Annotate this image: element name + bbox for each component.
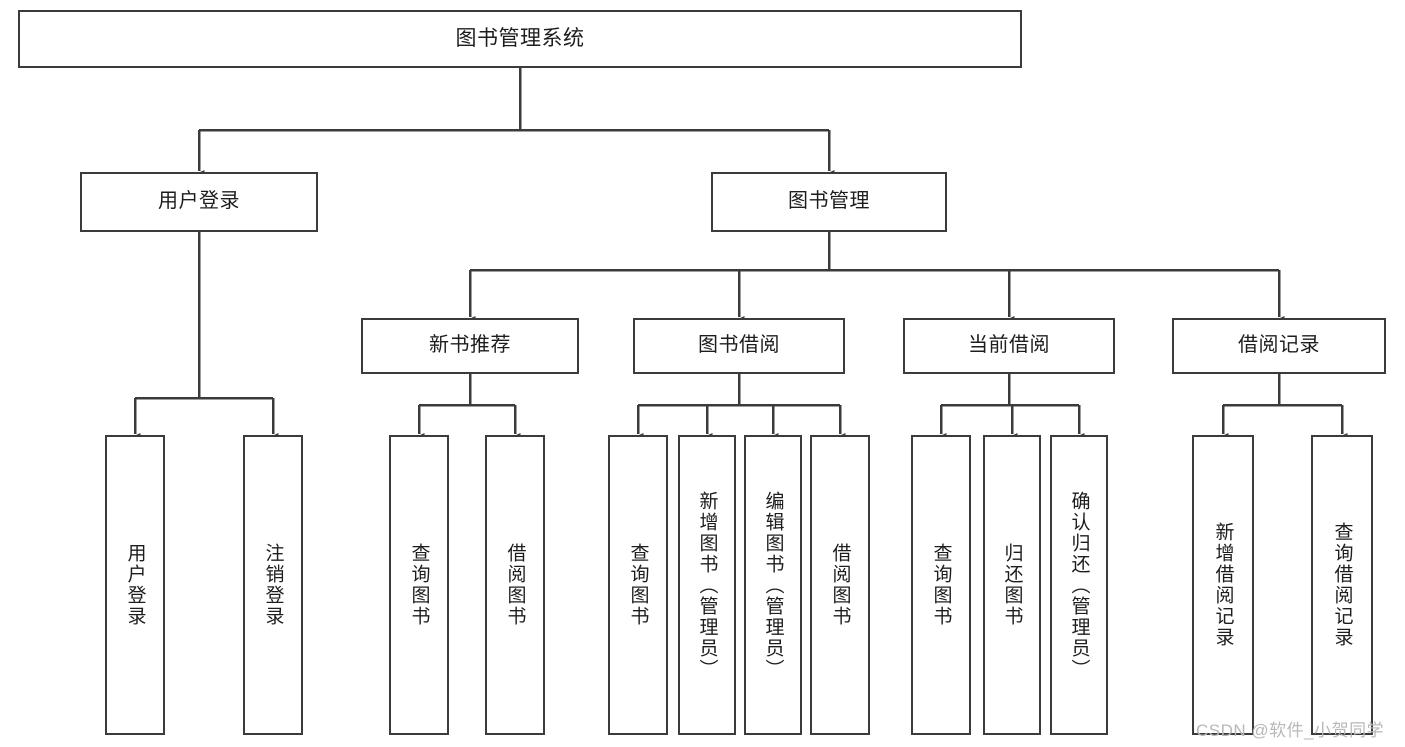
node-leaf-edit-book[interactable]: 编辑图书（管理员）: [744, 435, 802, 735]
node-label: 借阅图书: [504, 543, 526, 627]
node-leaf-borrow-book-2[interactable]: 借阅图书: [810, 435, 870, 735]
node-leaf-add-book[interactable]: 新增图书（管理员）: [678, 435, 736, 735]
node-leaf-add-record[interactable]: 新增借阅记录: [1192, 435, 1254, 735]
node-label: 新书推荐: [429, 334, 511, 357]
watermark-text: CSDN @软件_小贺同学: [1196, 721, 1385, 740]
node-label: 图书管理: [788, 190, 870, 213]
node-leaf-return-book[interactable]: 归还图书: [983, 435, 1041, 735]
node-root[interactable]: 图书管理系统: [18, 10, 1022, 68]
node-label: 编辑图书（管理员）: [762, 490, 784, 680]
node-label: 借阅图书: [829, 543, 851, 627]
node-borrow-record[interactable]: 借阅记录: [1172, 318, 1386, 374]
node-leaf-confirm-return[interactable]: 确认归还（管理员）: [1050, 435, 1108, 735]
node-label: 注销登录: [262, 543, 284, 627]
node-leaf-user-login[interactable]: 用户登录: [105, 435, 165, 735]
node-label: 确认归还（管理员）: [1068, 490, 1090, 680]
node-label: 图书管理系统: [455, 26, 585, 50]
node-leaf-query-book-1[interactable]: 查询图书: [389, 435, 449, 735]
node-label: 查询借阅记录: [1331, 522, 1353, 648]
node-label: 图书借阅: [698, 334, 780, 357]
node-leaf-borrow-book-1[interactable]: 借阅图书: [485, 435, 545, 735]
node-new-book-rec[interactable]: 新书推荐: [361, 318, 579, 374]
node-label: 借阅记录: [1238, 334, 1320, 357]
node-leaf-query-book-3[interactable]: 查询图书: [911, 435, 971, 735]
node-label: 新增图书（管理员）: [696, 490, 718, 680]
node-label: 归还图书: [1001, 543, 1023, 627]
node-label: 用户登录: [158, 190, 240, 213]
node-current-borrow[interactable]: 当前借阅: [903, 318, 1115, 374]
node-label: 新增借阅记录: [1212, 522, 1234, 648]
node-label: 查询图书: [930, 543, 952, 627]
node-label: 用户登录: [124, 543, 146, 627]
node-label: 查询图书: [408, 543, 430, 627]
node-book-manage[interactable]: 图书管理: [711, 172, 947, 232]
node-label: 当前借阅: [968, 334, 1050, 357]
edge-group: [129, 68, 1348, 443]
node-user-login[interactable]: 用户登录: [80, 172, 318, 232]
node-leaf-user-logout[interactable]: 注销登录: [243, 435, 303, 735]
node-book-borrow[interactable]: 图书借阅: [633, 318, 845, 374]
node-leaf-query-record[interactable]: 查询借阅记录: [1311, 435, 1373, 735]
node-label: 查询图书: [627, 543, 649, 627]
node-leaf-query-book-2[interactable]: 查询图书: [608, 435, 668, 735]
